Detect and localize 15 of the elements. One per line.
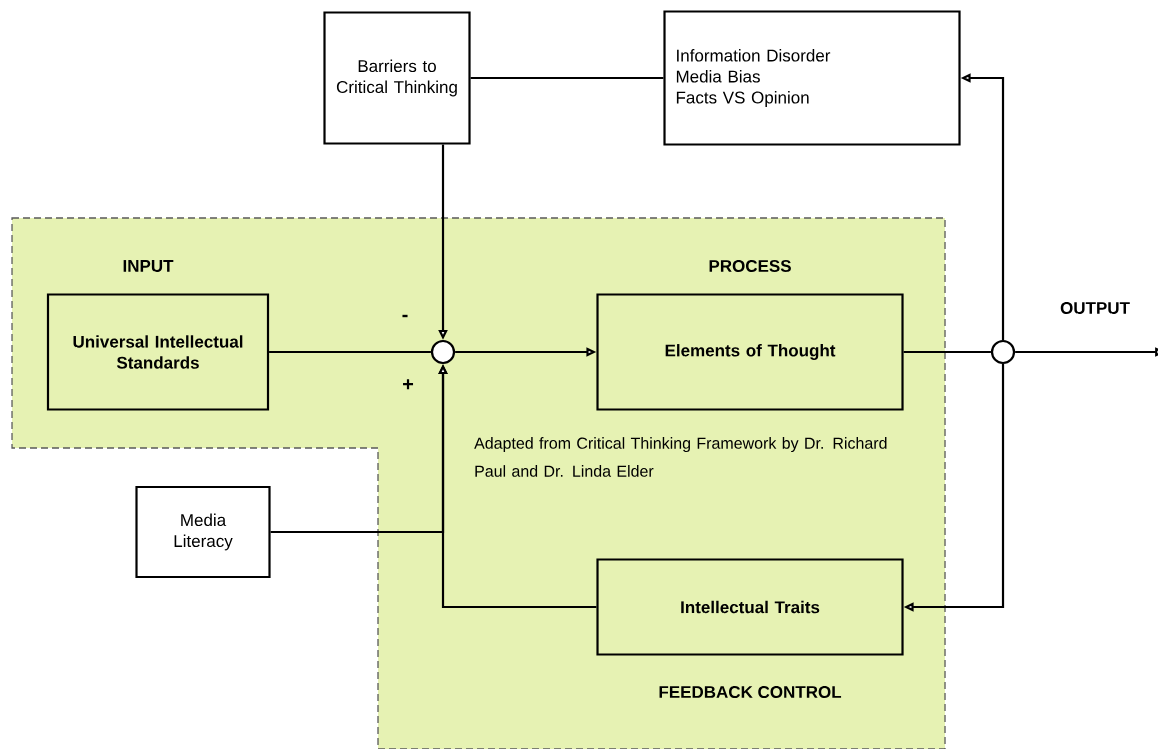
process-box: Barriers to Critical Thinking xyxy=(323,11,471,145)
section-label: PROCESS xyxy=(709,260,791,273)
process-box: Intellectual Traits xyxy=(596,558,904,656)
junction-circle xyxy=(990,339,1016,365)
section-label: INPUT xyxy=(123,260,174,272)
sign-label: - xyxy=(402,314,408,318)
section-label: OUTPUT xyxy=(1060,302,1130,315)
process-box: Universal Intellectual Standards xyxy=(46,293,270,411)
process-box: Media Literacy xyxy=(135,485,271,579)
section-label: FEEDBACK CONTROL xyxy=(659,686,842,699)
note-text: Adapted from Critical Thinking Framework by Dr. Richard Paul and Dr. Linda Elder xyxy=(474,437,887,477)
connector-arrow xyxy=(1015,347,1158,357)
process-box: Information Disorder Media Bias Facts VS Opinion xyxy=(663,10,961,146)
process-box: Elements of Thought xyxy=(596,293,904,411)
sign-label: + xyxy=(403,379,414,390)
